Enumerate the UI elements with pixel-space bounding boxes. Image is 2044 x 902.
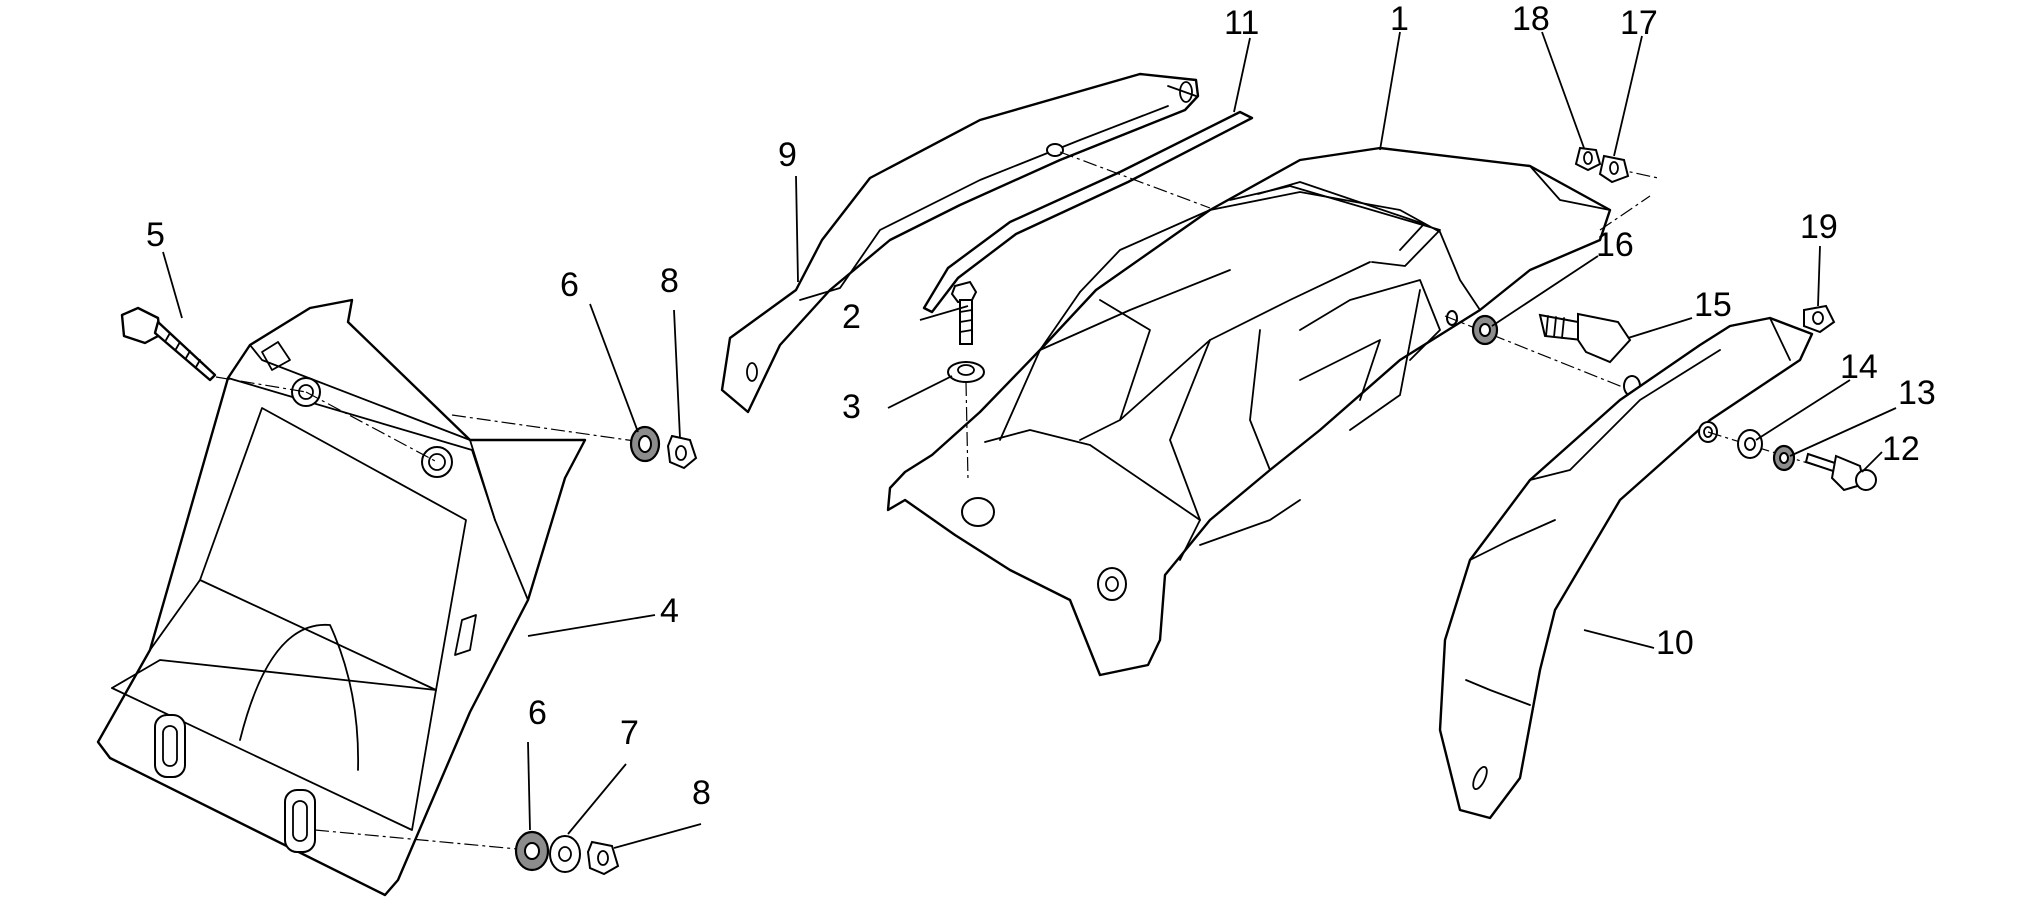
callout-6-upper: 6 xyxy=(560,266,579,304)
callout-14: 14 xyxy=(1840,348,1878,386)
callout-17: 17 xyxy=(1620,4,1658,42)
parts-2-3-bolt-washer xyxy=(947,280,985,481)
callout-9: 9 xyxy=(778,136,797,174)
callout-18: 18 xyxy=(1512,0,1550,38)
callout-numbers: 1 2 3 4 5 6 6 7 8 8 9 10 11 12 13 14 15 … xyxy=(146,0,1936,812)
parts-17-18-nuts xyxy=(1574,146,1659,231)
part-5-bolt xyxy=(120,306,307,393)
part-1-rear-fender xyxy=(886,146,1612,677)
callout-13: 13 xyxy=(1898,374,1936,412)
parts-12-13-14-19-hardware xyxy=(1707,304,1877,492)
callout-1: 1 xyxy=(1390,0,1409,38)
callout-16: 16 xyxy=(1596,226,1634,264)
part-11-trim-strip xyxy=(922,110,1254,314)
lower-mounting-hardware xyxy=(314,829,620,876)
part-10-right-rail xyxy=(1438,316,1814,820)
callout-19: 19 xyxy=(1800,208,1838,246)
parts-15-16-stud xyxy=(1444,312,1641,397)
callout-12: 12 xyxy=(1882,430,1920,468)
callout-11: 11 xyxy=(1224,4,1259,42)
callout-15: 15 xyxy=(1694,286,1732,324)
upper-mounting-hardware xyxy=(305,391,698,470)
callout-10: 10 xyxy=(1656,624,1694,662)
callout-5: 5 xyxy=(146,216,165,254)
callout-3: 3 xyxy=(842,388,861,426)
leader-lines xyxy=(162,31,1897,849)
part-4-front-plate xyxy=(96,298,587,897)
callout-7: 7 xyxy=(620,714,639,752)
callout-6-lower: 6 xyxy=(528,694,547,732)
callout-4: 4 xyxy=(660,592,679,630)
callout-8-lower: 8 xyxy=(692,774,711,812)
callout-8-upper: 8 xyxy=(660,262,679,300)
part-9-left-rail xyxy=(720,72,1200,414)
callout-2: 2 xyxy=(842,298,861,336)
